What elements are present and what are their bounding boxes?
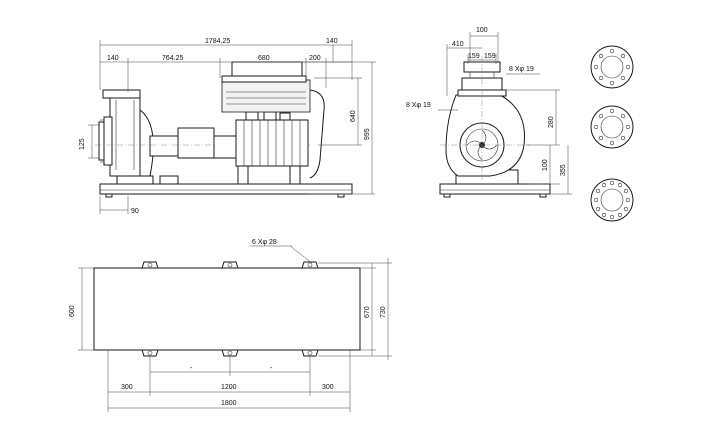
flange-detail-2 (590, 105, 634, 149)
volute-casing (445, 94, 525, 177)
dim-right-overhang: 140 (326, 38, 338, 45)
dim-width-600: 600 (69, 305, 76, 317)
base-plate-outline (93, 267, 361, 351)
dim-width-730: 730 (380, 306, 387, 318)
side-dimensions (88, 40, 376, 214)
base-plan: 6 Xφ 28 600 670 730 - - 300 1200 300 180… (69, 239, 392, 412)
base-dimensions (78, 245, 392, 412)
dim-total-height: 995 (364, 128, 371, 140)
dim-height-355: 355 (560, 164, 567, 176)
bearing-housing (149, 135, 179, 157)
bolt-callout-top: 8 Xφ 19 (509, 66, 534, 73)
dim-height-280: 280 (548, 116, 555, 128)
dim-width-410: 410 (452, 41, 464, 48)
dim-spacing-mid: 1200 (221, 384, 237, 391)
dim-height-100: 100 (542, 159, 549, 171)
bolt-callout-side: 8 Xφ 19 (406, 102, 431, 109)
dim-motor-height: 640 (350, 110, 357, 122)
dim-spacing-right: 300 (322, 384, 334, 391)
side-view: 1784.25 140 764.25 680 200 140 640 995 1… (79, 38, 376, 215)
dim-overall-length: 1784.25 (205, 38, 230, 45)
motor-body (235, 119, 309, 167)
dim-suction-flange: 125 (79, 138, 86, 150)
dim-width-top: 100 (476, 27, 488, 34)
coupling-guard (213, 135, 237, 159)
front-view: 100 410 159 159 8 Xφ 19 8 Xφ 19 280 100 … (406, 27, 572, 198)
front-base-frame (439, 183, 551, 195)
flange-details (590, 45, 634, 222)
side-base-frame (99, 183, 353, 195)
suction-flange (103, 116, 113, 166)
flange-detail-3 (590, 178, 634, 222)
dim-half-159-right: 159 (484, 53, 496, 60)
flange-detail-1 (590, 45, 634, 89)
vfd-top-cover (231, 61, 303, 77)
dim-left-overhang: 140 (107, 55, 119, 62)
pump-casing (109, 95, 141, 177)
anchor-bolt-callout: 6 Xφ 28 (252, 239, 277, 246)
dim-width-670: 670 (364, 306, 371, 318)
front-dimensions (438, 32, 572, 195)
dim-foot-offset: 90 (131, 208, 139, 215)
center-mark-1: - (190, 365, 193, 372)
dim-half-159-left: 159 (468, 53, 480, 60)
dim-total-length: 1800 (221, 400, 237, 407)
discharge-flange (102, 89, 141, 99)
center-mark-2: - (270, 365, 273, 372)
vfd-unit (221, 79, 311, 113)
dim-motor-length: 680 (258, 55, 270, 62)
dim-pump-to-coupling: 764.25 (162, 55, 184, 62)
dim-spacing-left: 300 (121, 384, 133, 391)
dim-motor-tail: 200 (309, 55, 321, 62)
